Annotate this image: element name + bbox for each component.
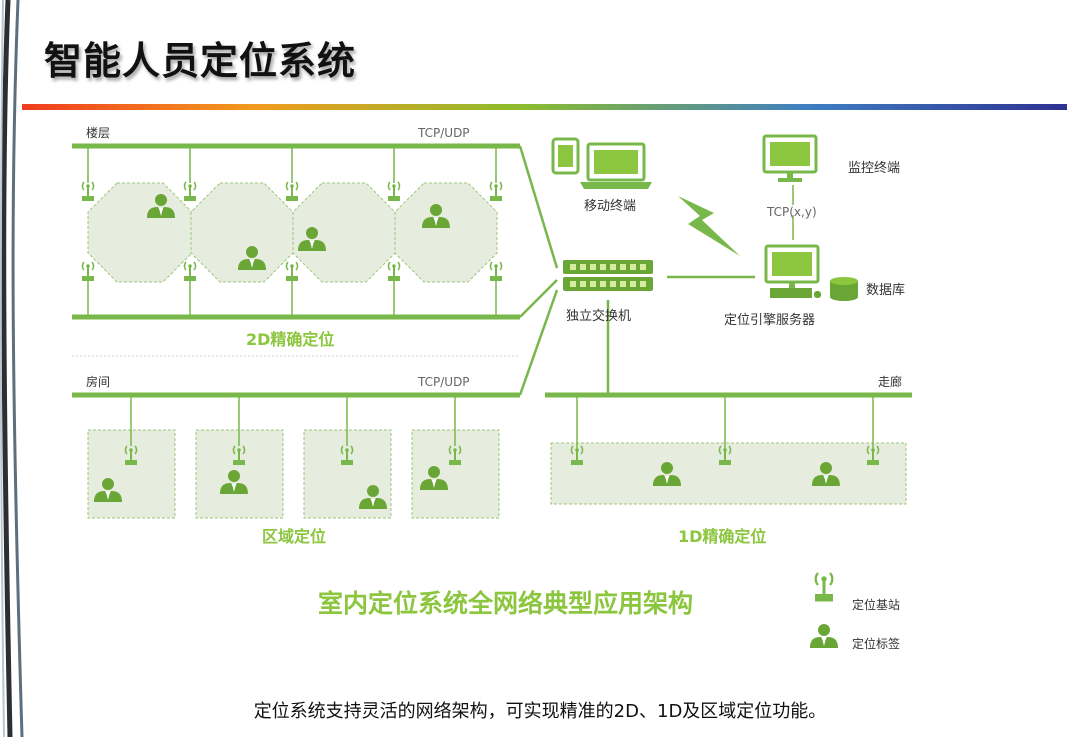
legend-tag-label: 定位标签 (852, 636, 900, 651)
base-station-icon (387, 261, 401, 282)
floor-label: 楼层 (86, 125, 110, 140)
footer-caption: 定位系统支持灵活的网络架构，可实现精准的2D、1D及区域定位功能。 (253, 701, 827, 722)
tcp-udp-top-label: TCP/UDP (417, 126, 470, 140)
tcp-udp-mid-label: TCP/UDP (417, 375, 470, 389)
left-decoration (0, 0, 24, 737)
switch-icon (563, 260, 653, 291)
base-station-icon (81, 261, 95, 282)
base-station-icon (183, 181, 197, 202)
base-station-icon (285, 261, 299, 282)
database-label: 数据库 (866, 282, 905, 298)
tcp-xy-label: TCP(x,y) (766, 205, 817, 219)
section-zone-label: 区域定位 (262, 527, 326, 546)
diagram-caption: 室内定位系统全网络典型应用架构 (318, 589, 693, 618)
switch-links (518, 145, 794, 396)
legend-station-label: 定位基站 (852, 597, 900, 612)
floor-bus-top (72, 143, 520, 320)
legend-station-icon (813, 571, 835, 603)
base-station-icon (489, 181, 503, 202)
room-label: 房间 (86, 374, 110, 389)
base-station-icon (387, 181, 401, 202)
section-1d-label: 1D精确定位 (678, 527, 766, 546)
corridor-label: 走廊 (878, 374, 902, 389)
section-2d-label: 2D精确定位 (246, 330, 334, 349)
legend-tag-icon (810, 624, 838, 648)
lightning-icon (678, 196, 740, 256)
page-title: 智能人员定位系统 (44, 39, 357, 83)
base-station-icon (183, 261, 197, 282)
server-icon (764, 244, 821, 298)
server-label: 定位引擎服务器 (724, 312, 815, 328)
switch-label: 独立交换机 (566, 308, 631, 324)
corridor-drops (576, 397, 874, 450)
laptop-icon (580, 142, 652, 189)
base-station-icon (285, 181, 299, 202)
room-drops (130, 397, 456, 446)
title-gradient-bar (22, 104, 1067, 110)
base-station-icon (489, 261, 503, 282)
base-station-icon (81, 181, 95, 202)
2d-drops (87, 148, 497, 315)
2d-cells (87, 182, 498, 283)
monitor-icon (762, 134, 818, 184)
tablet-icon (551, 137, 580, 175)
database-icon (830, 277, 858, 301)
monitor-terminal-label: 监控终端 (848, 160, 900, 176)
mobile-terminal-label: 移动终端 (584, 198, 636, 214)
corridor-box (550, 442, 907, 505)
